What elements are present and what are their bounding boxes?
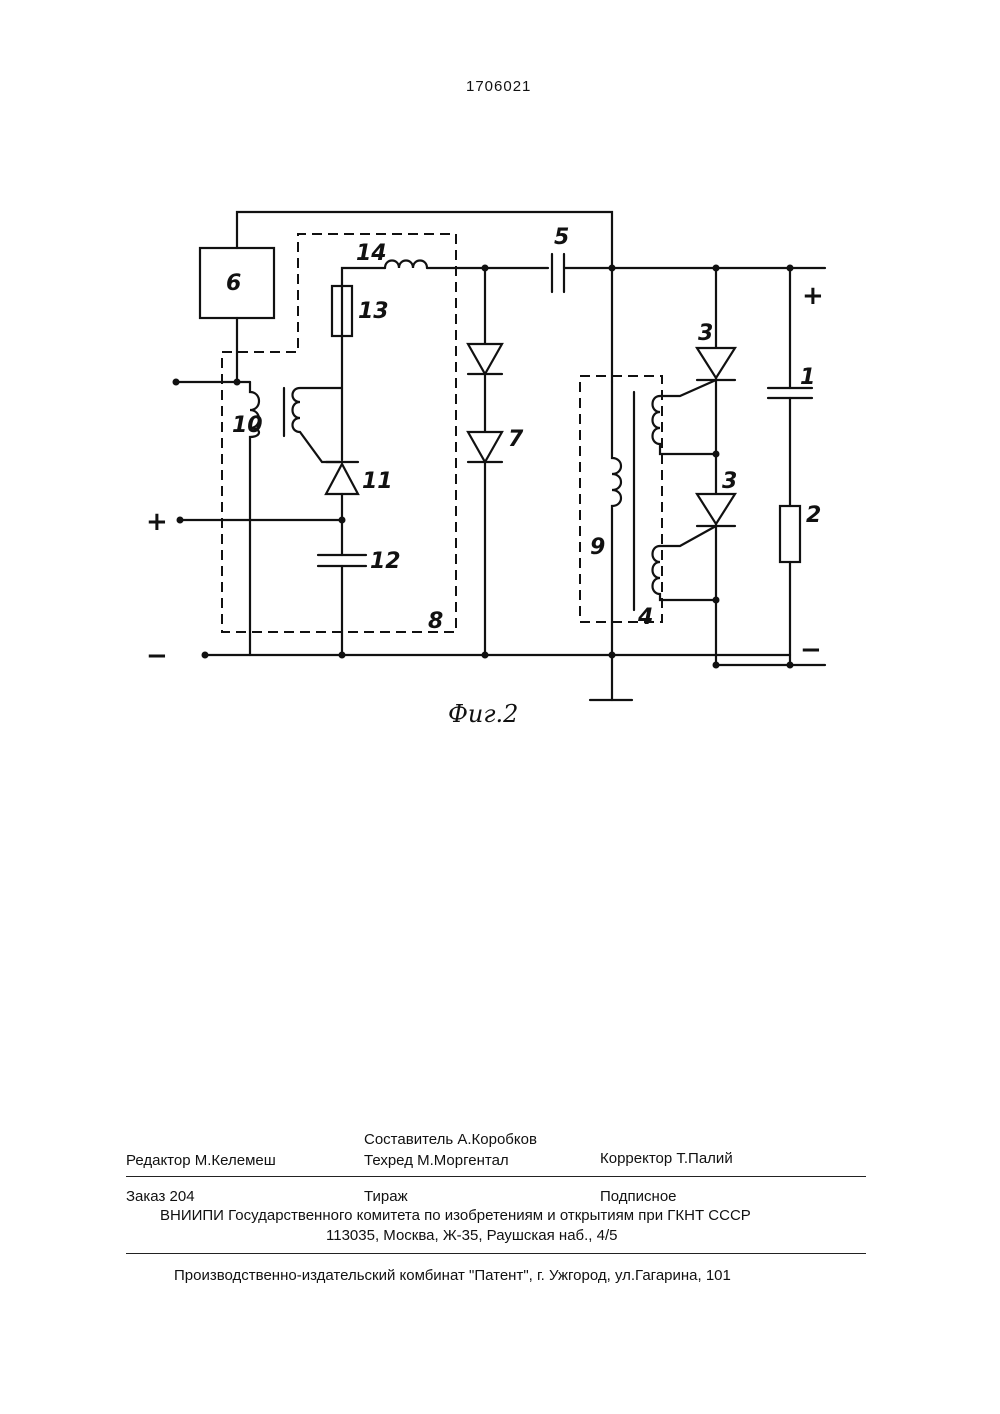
gate-3a	[660, 380, 716, 396]
label-9: 9	[590, 535, 605, 560]
label-10: 10	[232, 413, 263, 438]
figure-caption: Фиг.2	[448, 700, 518, 728]
inductor-10-secondary	[293, 388, 343, 462]
sign-output-plus: +	[802, 281, 824, 311]
sign-output-minus: −	[800, 635, 822, 665]
label-14: 14	[356, 241, 387, 266]
tech-editor: Техред М.Моргентал	[364, 1152, 509, 1169]
printer: Производственно-издательский комбинат "П…	[174, 1267, 731, 1284]
label-4: 4	[637, 605, 653, 630]
sign-input-minus: −	[146, 641, 168, 671]
divider-top	[126, 1176, 866, 1177]
gate-3b	[660, 526, 716, 546]
diode-7a	[468, 344, 502, 374]
label-1: 1	[800, 365, 815, 390]
sign-input-plus: +	[146, 507, 168, 537]
thyristor-3b	[697, 494, 735, 524]
editor: Редактор М.Келемеш	[126, 1152, 276, 1169]
label-3-lower: 3	[722, 469, 737, 494]
resistor-2	[780, 506, 800, 562]
organization: ВНИИПИ Государственного комитета по изоб…	[160, 1207, 751, 1224]
thyristor-3a	[697, 348, 735, 378]
corrector: Корректор Т.Палий	[600, 1150, 733, 1167]
label-6: 6	[226, 271, 241, 296]
label-12: 12	[370, 549, 401, 574]
divider-bottom	[126, 1253, 866, 1254]
order: Заказ 204	[126, 1188, 195, 1205]
subscription: Подписное	[600, 1188, 677, 1205]
inductor-14	[385, 261, 427, 269]
circuit-schematic: 6 14 13 10 11 12 8 7 5 9 4 3 3 1 2 + − +…	[0, 0, 1000, 760]
label-7: 7	[508, 427, 524, 452]
thyristor-11	[326, 464, 358, 494]
label-3-upper: 3	[698, 321, 713, 346]
circulation: Тираж	[364, 1188, 408, 1205]
diode-7b	[468, 432, 502, 462]
label-13: 13	[358, 299, 389, 324]
label-8: 8	[428, 609, 443, 634]
label-11: 11	[362, 469, 393, 494]
label-2: 2	[806, 503, 821, 528]
address: 113035, Москва, Ж-35, Раушская наб., 4/5	[326, 1227, 618, 1244]
compiler: Составитель А.Коробков	[364, 1131, 537, 1148]
label-5: 5	[554, 225, 569, 250]
